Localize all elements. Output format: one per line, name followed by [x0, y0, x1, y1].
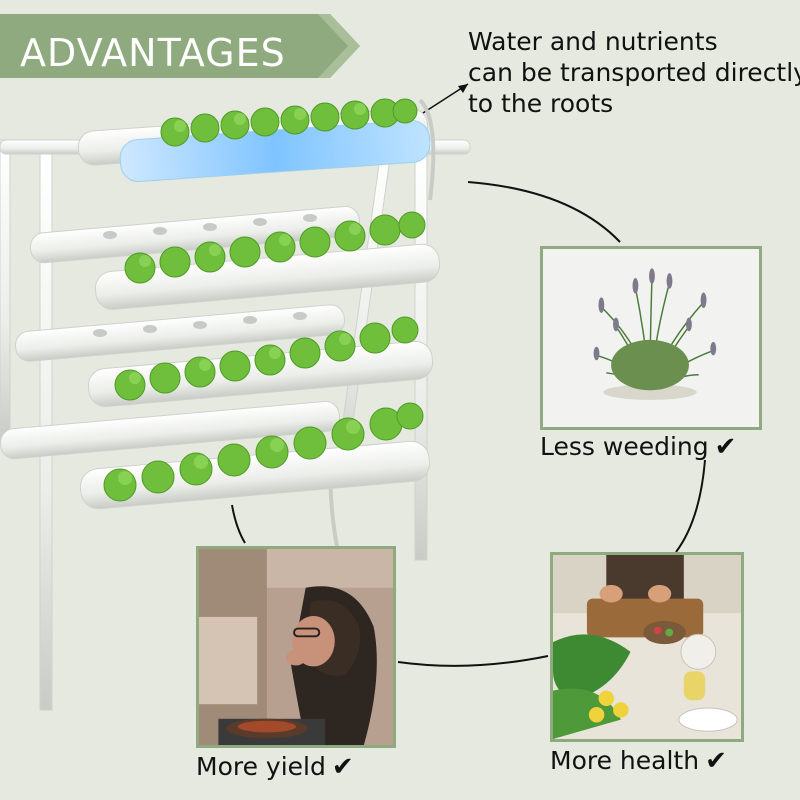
roots-callout: Water and nutrients can be transported d…: [468, 26, 800, 119]
more-yield-text: More yield: [196, 752, 326, 781]
more-yield-label: More yield✔: [196, 754, 354, 780]
banner-title: ADVANTAGES: [20, 31, 286, 75]
check-icon: ✔: [714, 432, 737, 462]
less-weeding-label: Less weeding✔: [540, 434, 736, 460]
health-photo: [550, 552, 744, 742]
callout-line-2: can be transported directly: [468, 58, 800, 87]
yield-photo: [196, 546, 396, 748]
callout-line-1: Water and nutrients: [468, 27, 718, 56]
check-icon: ✔: [705, 746, 727, 776]
weeding-photo: [540, 246, 762, 430]
less-weeding-text: Less weeding: [540, 432, 709, 461]
check-icon: ✔: [331, 752, 354, 782]
more-health-label: More health✔: [550, 748, 727, 774]
advantages-banner: ADVANTAGES: [0, 14, 360, 78]
callout-line-3: to the roots: [468, 89, 614, 118]
more-health-text: More health: [550, 746, 700, 775]
